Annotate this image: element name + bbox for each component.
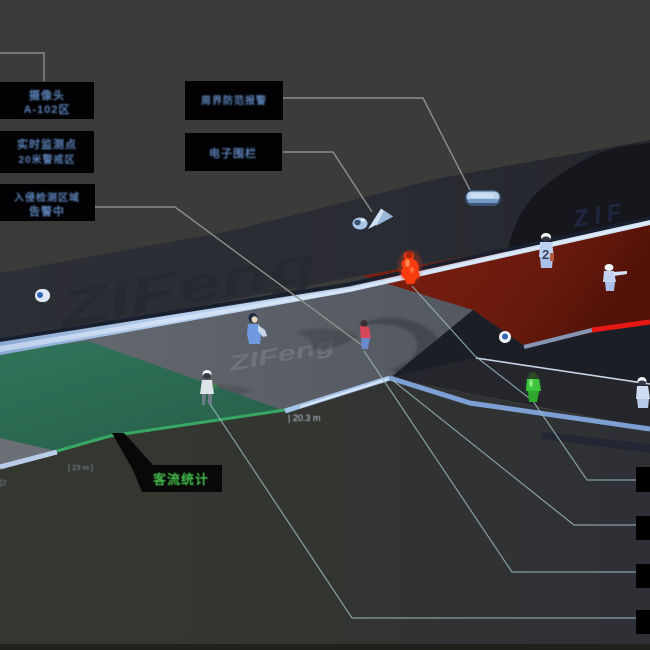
svg-text:2: 2 <box>542 247 549 262</box>
svg-text:[2: [2 <box>0 478 6 487</box>
svg-text:实时监测点: 实时监测点 <box>17 137 77 151</box>
svg-text:| 20.3 m: | 20.3 m <box>288 413 320 423</box>
svg-text:入侵检测区域: 入侵检测区域 <box>14 191 80 204</box>
svg-text:电子围栏: 电子围栏 <box>209 146 257 160</box>
svg-text:周界防范报警: 周界防范报警 <box>201 94 267 107</box>
svg-text:客流统计: 客流统计 <box>153 472 209 487</box>
svg-text:20米警戒区: 20米警戒区 <box>18 153 75 166</box>
svg-text:告警中: 告警中 <box>29 204 65 218</box>
svg-text:摄像头: 摄像头 <box>29 88 65 102</box>
svg-text:A-102区: A-102区 <box>24 103 71 116</box>
svg-text:[ 23 m ]: [ 23 m ] <box>68 463 93 472</box>
